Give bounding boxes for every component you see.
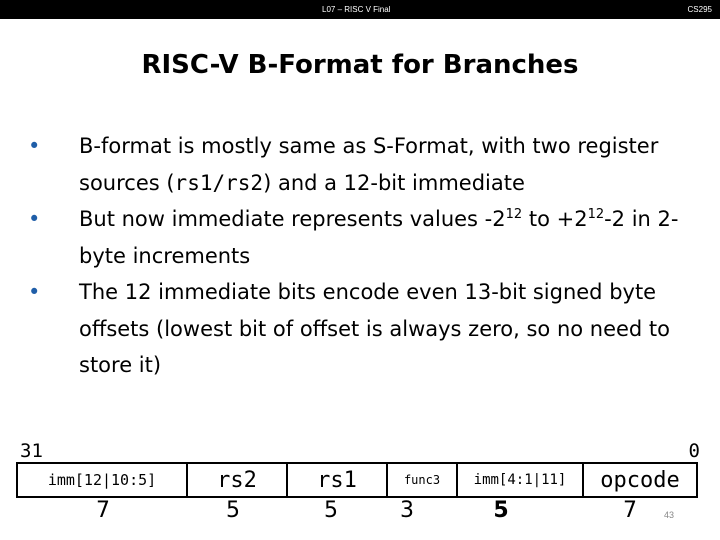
header-course-code: CS295 [687, 5, 712, 14]
bullet-item: •But now immediate represents values -21… [28, 201, 708, 274]
bullet-text: But now immediate represents values -2 [79, 207, 506, 231]
field-rs1: rs1 [288, 464, 388, 496]
field-width-rs2: 5 [226, 498, 240, 523]
bullet-text: ) and a 12-bit immediate [263, 170, 525, 195]
bullet-icon: • [28, 280, 41, 304]
field-width-imm-low: 5 [493, 498, 509, 523]
bullet-icon: • [28, 207, 41, 231]
field-func3: func3 [388, 464, 458, 496]
instruction-format-box: imm[12|10:5] rs2 rs1 func3 imm[4:1|11] o… [16, 462, 698, 498]
field-imm-high: imm[12|10:5] [18, 464, 188, 496]
bullet-item: • The 12 immediate bits encode even 13-bi… [28, 274, 708, 384]
field-width-rs1: 5 [324, 498, 338, 523]
field-rs2: rs2 [188, 464, 288, 496]
bullet-list: • B-format is mostly same as S-Format, wi… [28, 128, 708, 384]
field-width-opcode: 7 [623, 498, 637, 523]
code-rs1: rs1 [174, 170, 213, 195]
bullet-text: -2 in 2-byte increments [79, 207, 679, 268]
field-width-imm-high: 7 [96, 498, 110, 523]
bullet-item: • B-format is mostly same as S-Format, wi… [28, 128, 708, 201]
bullet-text: to +2 [522, 207, 588, 231]
bit-label-low: 0 [688, 440, 700, 462]
header-lecture-title: L07 – RISC V Final [322, 5, 391, 14]
field-width-func3: 3 [400, 498, 414, 523]
exponent: 12 [587, 207, 605, 222]
bullet-text: B-format is mostly same as S-Format, wit… [79, 134, 659, 195]
slide-title: RISC-V B-Format for Branches [141, 50, 579, 80]
exponent: 12 [505, 207, 523, 222]
bullet-text: The 12 immediate bits encode even 13-bit… [79, 280, 671, 377]
field-opcode: opcode [600, 467, 680, 493]
page-number: 43 [664, 510, 675, 520]
bullet-icon: • [28, 134, 41, 158]
header-bar: L07 – RISC V Final CS295 [0, 0, 720, 19]
code-separator: / [212, 170, 226, 195]
bit-label-high: 31 [20, 440, 43, 462]
code-rs2: rs2 [225, 170, 264, 195]
field-imm-low: imm[4:1|11] [458, 464, 584, 496]
